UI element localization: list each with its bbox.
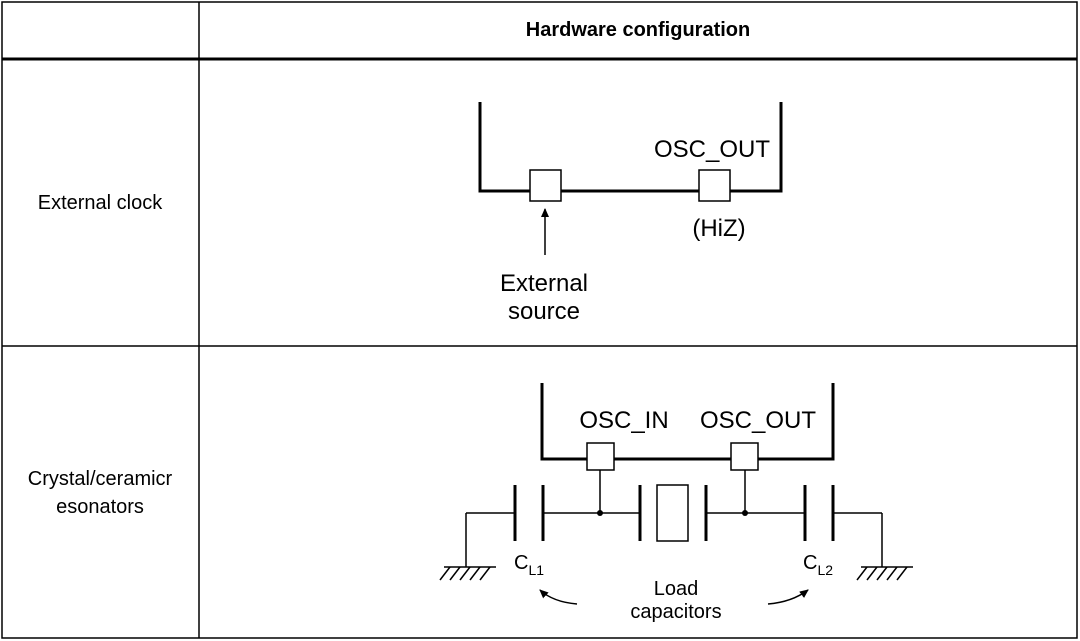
hiz-label: (HiZ) [692,215,745,242]
row-label-crystal-line1: Crystal/ceramicr [28,468,173,490]
osc-out-label: OSC_OUT [654,136,770,163]
load-capacitors-label-line1: Load [654,578,699,600]
load-arrow-left-icon [539,589,578,605]
column-header: Hardware configuration [526,19,750,41]
osc-out-pin [698,169,731,202]
crystal-diagram [465,383,883,567]
load-capacitors-label-line2: capacitors [630,601,721,623]
osc-in-label: OSC_IN [579,407,668,434]
osc-out-label-crystal: OSC_OUT [700,407,816,434]
ground-left-icon [439,566,496,581]
load-arrow-right-icon [767,589,809,605]
mcu-outline [478,102,783,193]
osc-in-pin-crystal [586,442,615,471]
row-label-external-clock: External clock [38,192,163,214]
osc-out-pin-crystal [730,442,759,471]
cl1-label: CL1 [514,552,544,578]
junction-osc-out [742,510,748,516]
osc-in-pin [529,169,562,202]
row-label-crystal-line2: esonators [56,496,144,518]
crystal-body [656,484,689,542]
external-clock-diagram [478,102,783,255]
mcu-outline-crystal [540,383,835,461]
external-source-label-line1: External [500,270,588,297]
cl2-label: CL2 [803,552,833,578]
external-source-label-line2: source [508,298,580,325]
ground-right-icon [856,566,913,581]
junction-osc-in [597,510,603,516]
